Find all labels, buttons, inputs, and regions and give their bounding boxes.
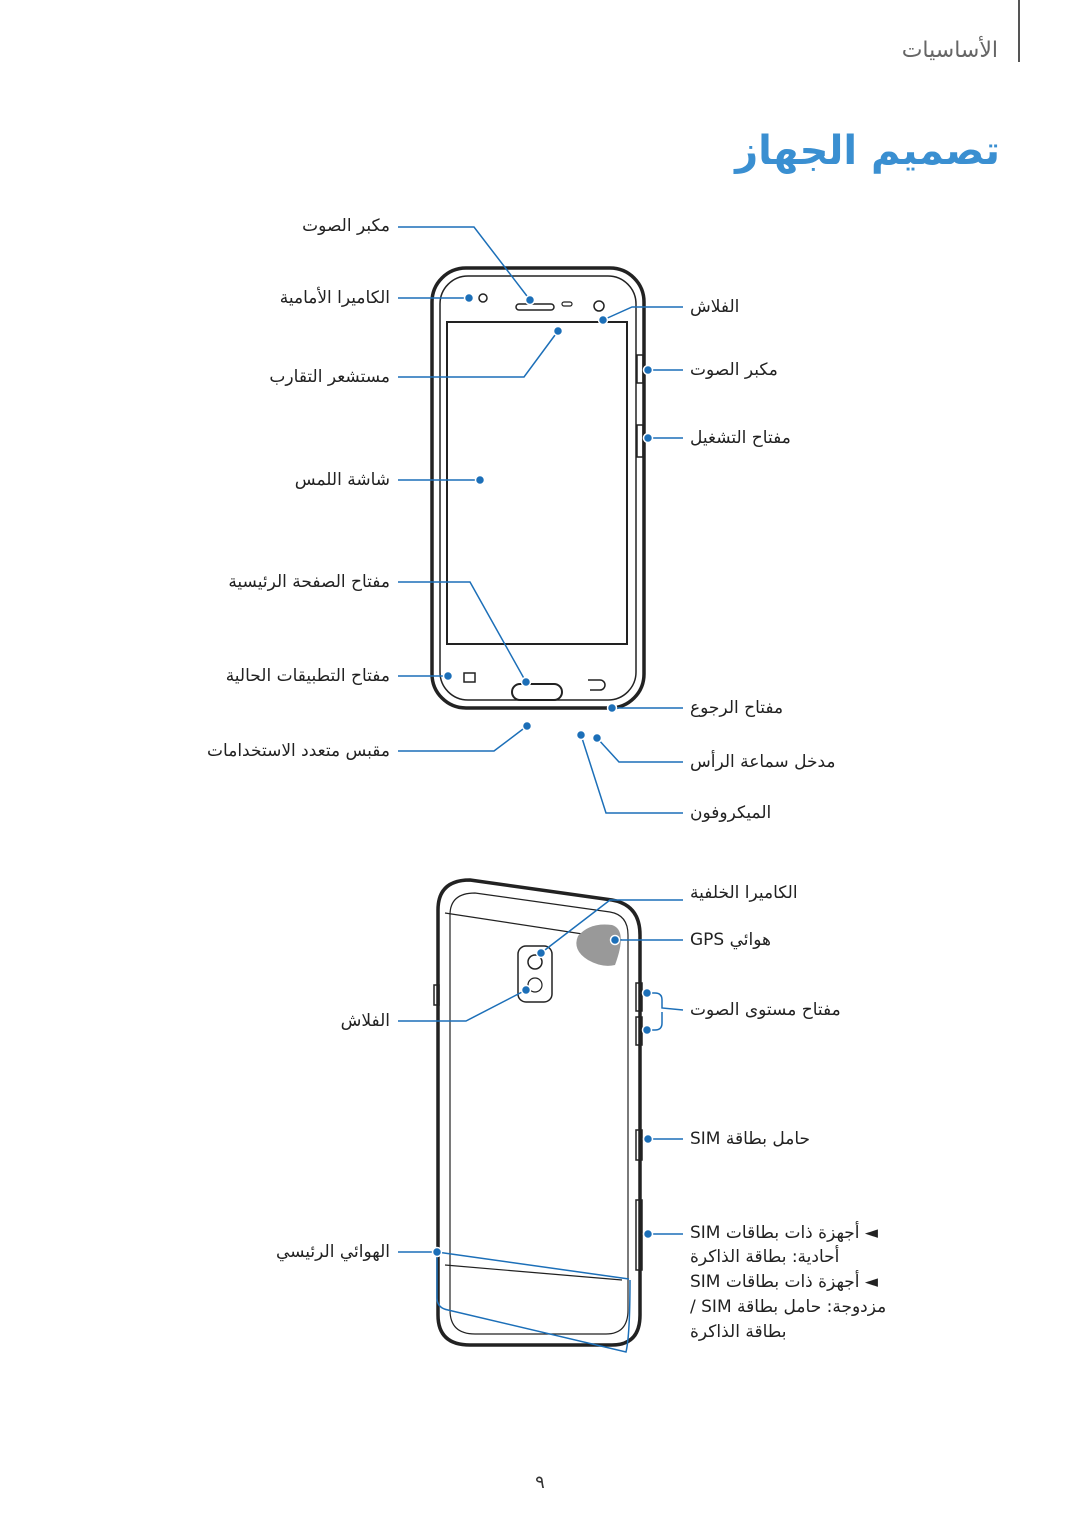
label-single-sim-1: ◄ أجهزة ذات بطاقات SIM [690, 1223, 878, 1243]
label-speaker: مكبر الصوت [690, 360, 778, 380]
page-number: ٩ [535, 1472, 545, 1493]
front-phone [430, 266, 646, 710]
label-dual-sim-3: بطاقة الذاكرة [690, 1322, 787, 1342]
back-phone [433, 878, 643, 1347]
label-dual-sim-2: مزدوجة: حامل بطاقة SIM / [690, 1297, 887, 1317]
label-earpiece: مكبر الصوت [302, 216, 390, 236]
label-single-sim-2: أحادية: بطاقة الذاكرة [690, 1247, 840, 1267]
label-front-camera: الكاميرا الأمامية [279, 288, 390, 308]
label-proximity-sensor: مستشعر التقارب [269, 367, 390, 387]
callout-dots [431, 292, 654, 1258]
callout-lines [398, 226, 684, 1353]
label-flash-front: الفلاش [690, 297, 740, 317]
gps-antenna-area [576, 924, 621, 966]
label-power-key: مفتاح التشغيل [690, 428, 791, 448]
label-touchscreen: شاشة اللمس [294, 470, 390, 490]
label-rear-camera: الكاميرا الخلفية [690, 883, 798, 903]
label-main-antenna: الهوائي الرئيسي [275, 1242, 390, 1262]
label-gps-antenna: هوائي GPS [690, 930, 771, 950]
label-headset-jack: مدخل سماعة الرأس [690, 752, 836, 772]
label-flash-back: الفلاش [340, 1011, 390, 1031]
label-sim-tray: حامل بطاقة SIM [690, 1129, 811, 1149]
label-volume-key: مفتاح مستوى الصوت [690, 1000, 841, 1020]
label-recent-apps-key: مفتاح التطبيقات الحالية [225, 666, 390, 686]
header-rule [1018, 0, 1020, 62]
section-header: الأساسيات [901, 38, 998, 63]
label-microphone: الميكروفون [690, 803, 772, 823]
page-title: تصميم الجهاز [735, 128, 1000, 174]
label-dual-sim-1: ◄ أجهزة ذات بطاقات SIM [690, 1272, 878, 1292]
label-back-key: مفتاح الرجوع [690, 698, 784, 718]
label-home-key: مفتاح الصفحة الرئيسية [228, 572, 390, 592]
label-multipurpose-jack: مقبس متعدد الاستخدامات [207, 741, 390, 761]
